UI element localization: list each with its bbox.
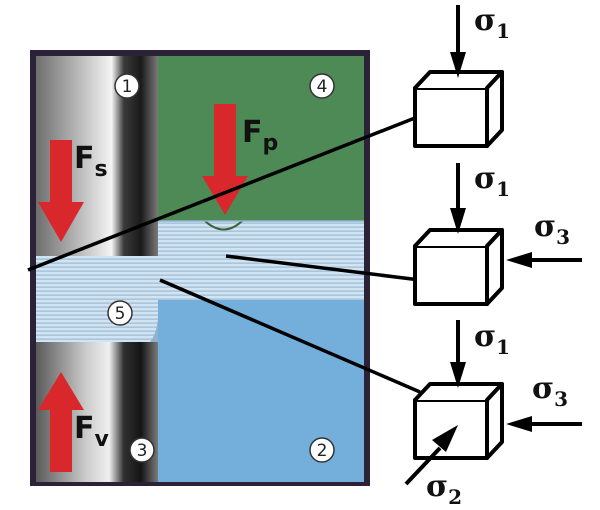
sheet-material bbox=[36, 256, 364, 300]
connector-line-top bbox=[27, 114, 421, 272]
force-label-fp: Fp bbox=[242, 115, 278, 156]
stress-arrow-sigma3-middle bbox=[506, 252, 582, 268]
connector-line-bottom bbox=[159, 278, 421, 394]
svg-text:5: 5 bbox=[115, 304, 126, 324]
stress-label-sigma3-middle: σ3 bbox=[534, 209, 570, 249]
zone-marker-3: 3 bbox=[129, 437, 155, 463]
force-label-fs: Fs bbox=[74, 141, 108, 182]
sheet-flow-curve bbox=[150, 300, 159, 342]
stress-arrow-sigma1-middle bbox=[450, 163, 466, 234]
force-label-fv: Fv bbox=[74, 411, 110, 452]
stress-cube-top bbox=[413, 70, 504, 148]
stress-label-sigma1-top: σ1 bbox=[474, 3, 510, 43]
sheet-upper-flow bbox=[158, 221, 364, 256]
stress-arrow-sigma2-bottom bbox=[404, 425, 458, 486]
stress-arrow-sigma1-bottom bbox=[450, 320, 466, 388]
zone-marker-2: 2 bbox=[309, 437, 335, 463]
stress-cube-middle bbox=[413, 228, 504, 306]
connector-line-middle bbox=[225, 254, 421, 282]
svg-text:1: 1 bbox=[122, 77, 133, 97]
zone-marker-5: 5 bbox=[107, 300, 133, 326]
force-arrow-fp bbox=[202, 104, 248, 215]
stress-label-sigma2-bottom: σ2 bbox=[426, 469, 462, 509]
punch-notch bbox=[204, 220, 243, 231]
stress-label-sigma1-bottom: σ1 bbox=[474, 319, 510, 359]
stress-arrow-sigma3-bottom bbox=[506, 416, 582, 432]
stress-label-sigma3-bottom: σ3 bbox=[532, 371, 568, 411]
zone-marker-1: 1 bbox=[114, 73, 140, 99]
stress-arrow-sigma1-top bbox=[450, 5, 466, 78]
svg-text:2: 2 bbox=[317, 441, 328, 461]
sheet-lower-flow bbox=[36, 300, 158, 342]
stress-label-sigma1-middle: σ1 bbox=[474, 161, 510, 201]
svg-text:4: 4 bbox=[317, 77, 328, 97]
force-arrow-fv bbox=[38, 372, 84, 472]
zone-marker-4: 4 bbox=[309, 73, 335, 99]
force-arrow-fs bbox=[38, 140, 84, 242]
svg-text:3: 3 bbox=[137, 441, 148, 461]
stress-cube-bottom bbox=[413, 382, 504, 460]
